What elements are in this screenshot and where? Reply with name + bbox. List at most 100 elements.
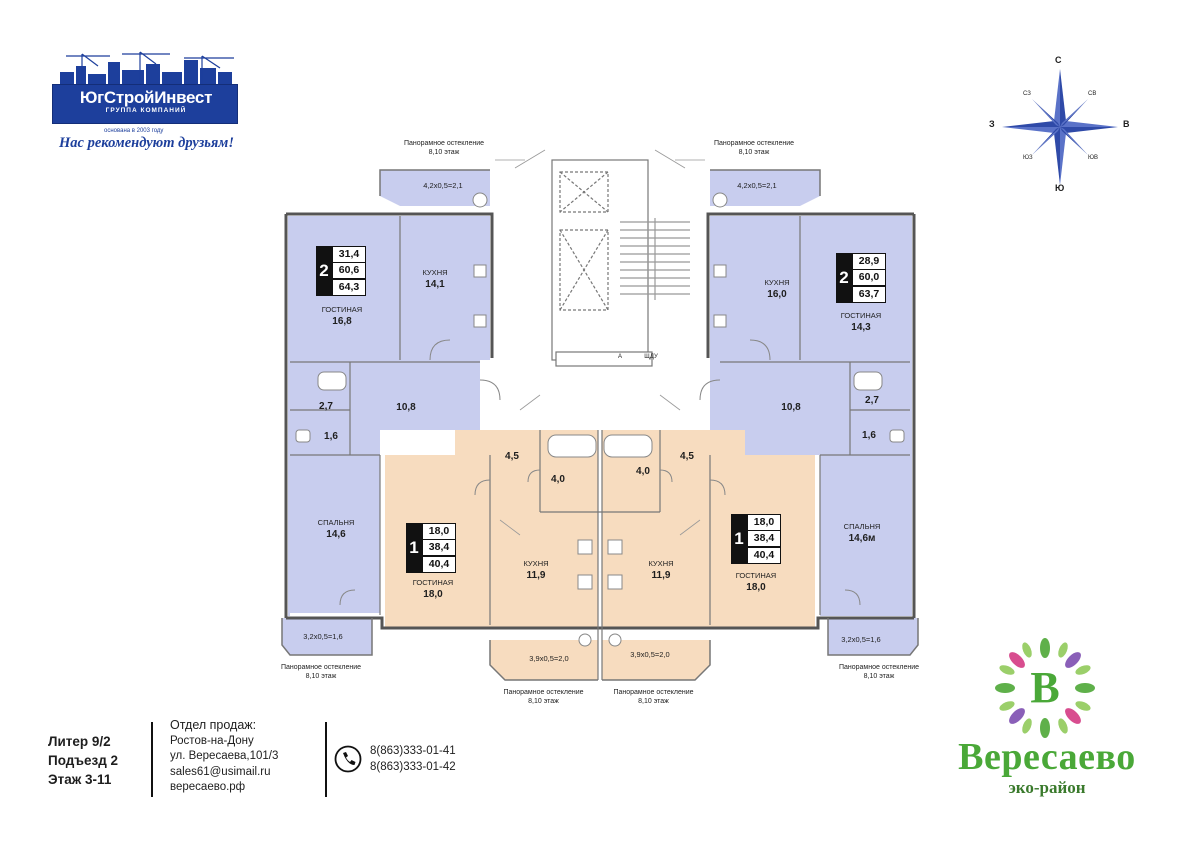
compass-ne: СВ <box>1088 91 1097 97</box>
bedroom-area: 14,6 <box>326 529 346 540</box>
hall-area-1r: 4,5 <box>680 451 694 462</box>
divider <box>151 722 153 797</box>
sales-city: Ростов-на-Дону <box>170 734 254 747</box>
wc-area: 1,6 <box>324 431 338 442</box>
total-area-value: 38,4 <box>748 531 780 546</box>
divider <box>325 722 327 797</box>
total-area-value: 60,6 <box>333 263 365 278</box>
apartment-badge-left-1: 1 18,0 38,4 40,4 <box>406 523 456 573</box>
living-area: 18,0 <box>746 582 766 593</box>
entrance: Подъезд 2 <box>48 753 119 768</box>
living-area-value: 31,4 <box>333 247 365 262</box>
rooms-count: 1 <box>734 529 744 548</box>
bedroom-label: СПАЛЬНЯ <box>317 518 355 527</box>
living-area: 14,3 <box>851 322 871 333</box>
rooms-count: 2 <box>319 261 329 280</box>
phone-1[interactable]: 8(863)333-01-41 <box>370 745 456 757</box>
compass-nw: СЗ <box>1023 91 1031 97</box>
living-label: ГОСТИНАЯ <box>321 305 363 314</box>
company-logo: ЮгСтройИнвест ГРУППА КОМПАНИЙ основана в… <box>52 50 242 155</box>
rooms-count: 2 <box>839 268 849 287</box>
logo-title: ЮгСтройИнвест <box>79 88 213 107</box>
kitchen-area: 11,9 <box>526 570 546 581</box>
balcony-area-left: 4,2х0,5=2,1 <box>423 181 463 190</box>
hall-area: 10,8 <box>396 402 416 413</box>
kitchen-area: 14,1 <box>425 279 445 290</box>
compass-north: С <box>1055 55 1062 65</box>
logo-founded: основана в 2003 году <box>104 128 164 134</box>
compass-west: З <box>989 119 995 129</box>
apartment-badge-right-2: 2 28,9 60,0 63,7 <box>836 253 886 303</box>
bath-area: 2,7 <box>865 395 879 406</box>
compass-rose-icon <box>1002 69 1118 185</box>
kitchen-label: КУХНЯ <box>648 559 674 568</box>
compass-sw: ЮЗ <box>1023 155 1033 161</box>
brand-subtitle: эко-район <box>1008 778 1086 797</box>
lift-mark: А <box>617 354 622 360</box>
area-with-balcony-value: 40,4 <box>748 548 780 563</box>
door-swings <box>339 339 861 606</box>
living-area-value: 28,9 <box>853 254 885 269</box>
apartment-badge-left-2: 2 31,4 60,6 64,3 <box>316 246 366 296</box>
sales-street: ул. Вересаева,101/3 <box>170 750 279 762</box>
living-label: ГОСТИНАЯ <box>735 571 777 580</box>
balcony2-area-left: 3,2х0,5=1,6 <box>303 632 343 641</box>
kitchen-area: 16,0 <box>767 289 787 300</box>
sales-head: Отдел продаж: <box>170 718 257 732</box>
brand-emblem-icon <box>995 638 1095 738</box>
balcony-area-1l: 3,9х0,5=2,0 <box>529 654 569 663</box>
brand-emblem-letter: В <box>1030 663 1060 712</box>
kitchen-label: КУХНЯ <box>422 268 448 277</box>
balcony-area-right: 4,2х0,5=2,1 <box>737 181 777 190</box>
living-label: ГОСТИНАЯ <box>412 578 454 587</box>
balcony-area-1r: 3,9х0,5=2,0 <box>630 650 670 659</box>
phone-icon <box>334 745 362 773</box>
area-with-balcony-value: 40,4 <box>423 557 455 572</box>
balcony-outlines <box>281 169 919 681</box>
living-area: 18,0 <box>423 589 443 600</box>
kitchen-area: 11,9 <box>651 570 671 581</box>
shaft-mark: ЩДУ <box>644 354 658 360</box>
bath-area-1l: 4,0 <box>551 474 565 485</box>
total-area-value: 38,4 <box>423 540 455 555</box>
kitchen-label: КУХНЯ <box>764 278 790 287</box>
phone-2[interactable]: 8(863)333-01-42 <box>370 761 456 773</box>
sales-office: Отдел продаж: Ростов-на-Дону ул. Вересае… <box>170 718 278 796</box>
liter: Литер 9/2 <box>48 734 111 749</box>
balcony2-area-right: 3,2х0,5=1,6 <box>841 635 881 644</box>
brand-name: Вересаево <box>958 736 1136 778</box>
compass-south: Ю <box>1055 183 1065 193</box>
area-with-balcony-value: 64,3 <box>333 280 365 295</box>
compass-se: ЮВ <box>1088 155 1099 161</box>
stair-core <box>551 159 690 367</box>
apartment-badge-right-1: 1 18,0 38,4 40,4 <box>731 514 781 564</box>
interior-walls <box>290 216 910 680</box>
hall-area: 10,8 <box>781 402 801 413</box>
bath-area: 2,7 <box>319 401 333 412</box>
apartment-fills <box>282 170 918 680</box>
exterior-walls <box>284 212 916 630</box>
compass: С Ю В З СЗ СВ ЮЗ ЮВ <box>985 55 1135 195</box>
phone-list: 8(863)333-01-41 8(863)333-01-42 <box>370 743 456 775</box>
building-info: Литер 9/2 Подъезд 2 Этаж 3-11 <box>48 732 118 789</box>
kitchen-label: КУХНЯ <box>523 559 549 568</box>
sales-site[interactable]: вересаево.рф <box>170 781 246 793</box>
sales-email[interactable]: sales61@usimail.ru <box>170 765 271 778</box>
living-label: ГОСТИНАЯ <box>840 311 882 320</box>
living-area-value: 18,0 <box>423 524 455 539</box>
logo-banner: ЮгСтройИнвест ГРУППА КОМПАНИЙ <box>52 84 238 124</box>
compass-east: В <box>1123 119 1130 129</box>
wc-area: 1,6 <box>862 430 876 441</box>
leader-lines <box>495 149 705 536</box>
living-area: 16,8 <box>332 316 352 327</box>
rooms-count: 1 <box>409 538 419 557</box>
bedroom-area: 14,6м <box>848 533 876 544</box>
floors: Этаж 3-11 <box>48 772 112 787</box>
